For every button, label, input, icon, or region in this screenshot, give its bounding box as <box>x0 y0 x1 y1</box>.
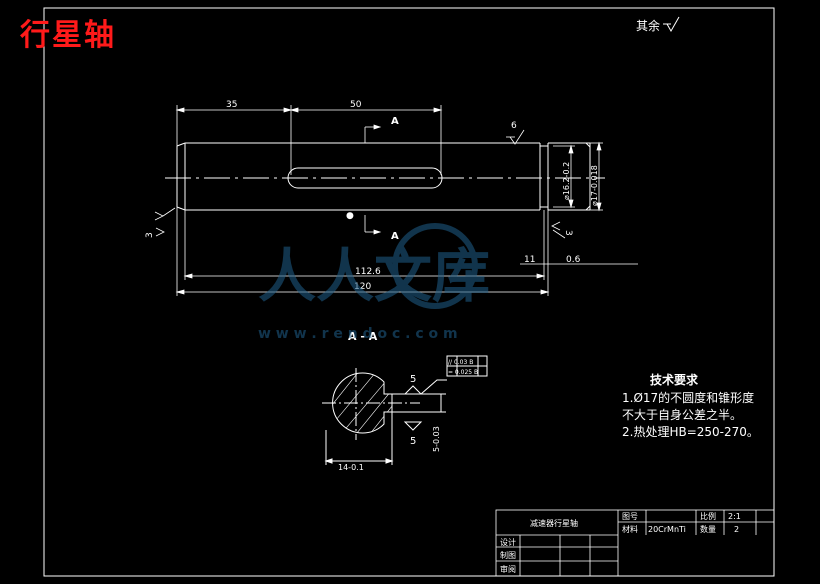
dimension-texts: 35 50 112.6 120 11 0.6 6 3 3 ⌀16.2-0.2 ⌀… <box>145 100 599 292</box>
surface-note: 其余 <box>636 19 661 33</box>
section-dim-texts: 5 5 5-0.03 14-0.1 // 0.03 B = 0.025 B <box>338 359 478 472</box>
shaft-front-view <box>165 142 605 211</box>
dim-50: 50 <box>350 100 362 110</box>
scale-value: 2:1 <box>728 512 741 521</box>
checker-label: 审阅 <box>500 564 516 574</box>
qty-value: 2 <box>734 525 739 534</box>
watermark: 人人文库 w w w . r e n d o c . c o m <box>258 223 490 342</box>
dim-11: 11 <box>524 255 535 265</box>
title-block <box>495 509 775 577</box>
key-width-top: 5 <box>410 374 416 385</box>
material-value: 20CrMnTi <box>648 525 686 534</box>
roughness-6: 6 <box>511 121 517 131</box>
watermark-url: w w w . r e n d o c . c o m <box>258 326 458 342</box>
roughness-3-right: 3 <box>563 230 573 236</box>
dim-35: 35 <box>226 100 237 110</box>
section-mark-top: A <box>391 116 399 127</box>
tech-req-line1: 1.Ø17的不圆度和锥形度 <box>622 391 755 405</box>
key-depth: 14-0.1 <box>338 463 364 472</box>
dim-dia-16-2: ⌀16.2-0.2 <box>562 162 571 200</box>
designer-label: 设计 <box>500 537 516 547</box>
material-label: 材料 <box>622 524 638 534</box>
dim-0-6: 0.6 <box>566 255 581 265</box>
section-mark-bottom: A <box>391 231 399 242</box>
qty-label: 数量 <box>700 524 716 534</box>
title-block-texts: 减速器行星轴 图号 材料 20CrMnTi 比例 2:1 数量 2 设计 制图 … <box>500 511 741 574</box>
drafter-label: 制图 <box>500 550 516 560</box>
center-mark: ● <box>346 211 354 221</box>
drawing-no-label: 图号 <box>622 512 638 521</box>
dimension-lines <box>154 105 638 296</box>
section-title: A - A <box>348 330 378 343</box>
tol-frame-2: = 0.025 B <box>448 369 478 376</box>
tech-req-line2: 不大于自身公差之半。 <box>622 408 743 422</box>
key-tolerance: 5-0.03 <box>432 426 441 452</box>
surface-note-symbol <box>663 16 680 33</box>
tech-req-line3: 2.热处理HB=250-270。 <box>622 425 759 439</box>
dim-dia-17: ⌀17-0.018 <box>590 165 599 206</box>
dim-112-6: 112.6 <box>355 267 381 277</box>
drawing-border <box>43 7 775 577</box>
tol-frame-1: // 0.03 B <box>448 359 473 366</box>
part-name: 减速器行星轴 <box>530 518 578 528</box>
scale-label: 比例 <box>700 511 716 521</box>
tech-req-heading: 技术要求 <box>650 373 699 387</box>
key-width-bottom: 5 <box>410 436 416 447</box>
watermark-brand: 人人文库 <box>258 242 490 310</box>
drawing-title: 行星轴 <box>20 18 116 53</box>
roughness-3-left: 3 <box>145 232 155 238</box>
dim-120: 120 <box>354 282 371 292</box>
